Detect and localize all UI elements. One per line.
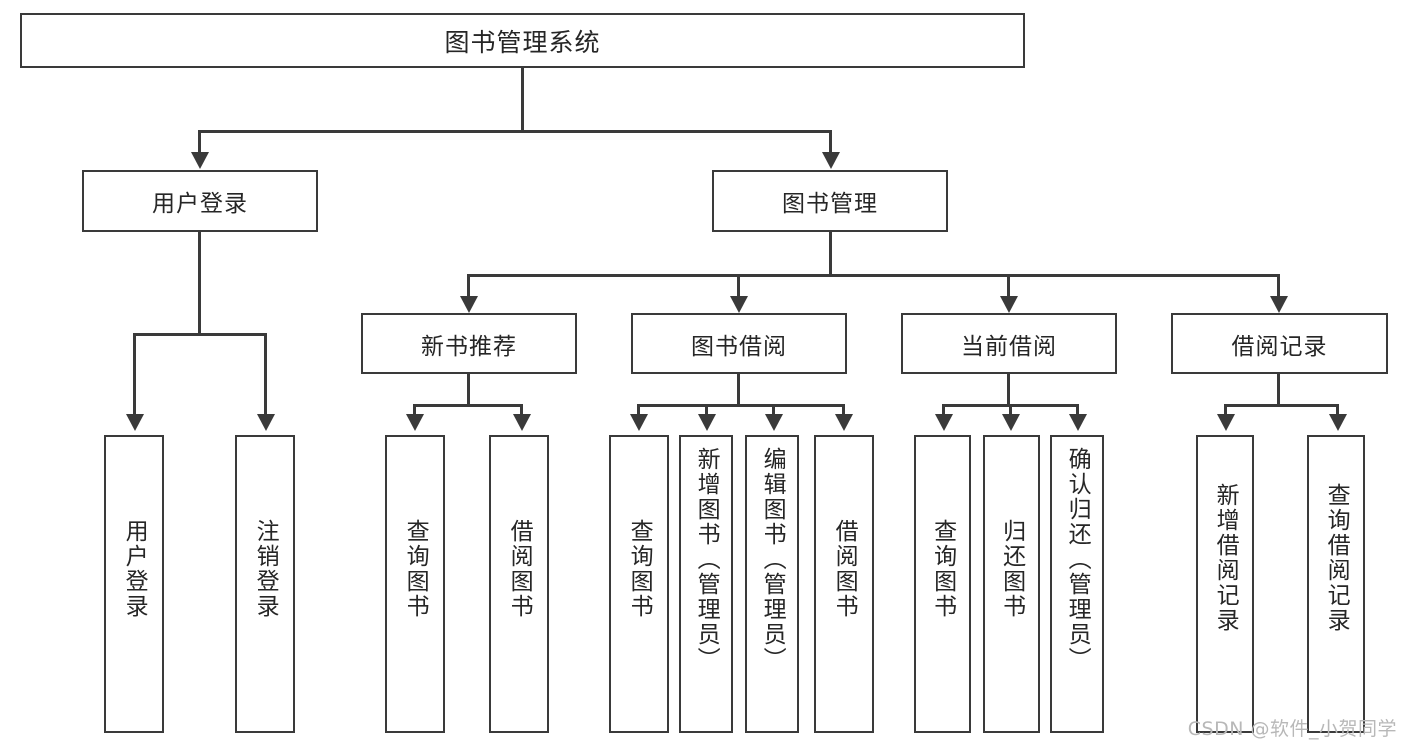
node-borrow-record[interactable]: 借阅记录	[1171, 313, 1388, 374]
node-label: 借阅记录	[1231, 333, 1328, 360]
connector-drop-borrow-record	[1277, 274, 1280, 300]
node-label: 当前借阅	[961, 333, 1057, 360]
connector-drop-leaf-add-record	[1224, 404, 1227, 418]
leaf-label: 借阅图书	[506, 519, 533, 619]
arrowhead-leaf-confirm-return	[1069, 414, 1087, 431]
node-label: 图书借阅	[691, 333, 787, 360]
arrowhead-leaf-return-book	[1002, 414, 1020, 431]
leaf-label: 借阅图书	[831, 519, 858, 619]
leaf-confirm-return-admin[interactable]: 确认归还（管理员）	[1050, 435, 1104, 733]
node-label: 图书管理	[782, 191, 878, 217]
connector-drop-new-book	[467, 274, 470, 300]
leaf-edit-book-admin[interactable]: 编辑图书（管理员）	[745, 435, 799, 733]
connector-borrow-record-bus	[1224, 404, 1339, 407]
leaf-label: 查询图书	[626, 519, 653, 619]
connector-drop-leaf-confirm-return	[1076, 404, 1079, 418]
leaf-add-book-admin[interactable]: 新增图书（管理员）	[679, 435, 733, 733]
connector-drop-book-management	[829, 130, 832, 156]
connector-user-login-bus	[133, 333, 267, 336]
connector-drop-leaf-user-login	[133, 333, 136, 417]
arrowhead-leaf-query-book-3	[935, 414, 953, 431]
connector-drop-current-borrow	[1007, 274, 1010, 300]
leaf-label: 编辑图书（管理员）	[759, 447, 786, 672]
connector-book-borrow-bus	[637, 404, 845, 407]
leaf-label: 新增图书（管理员）	[693, 447, 720, 672]
leaf-label: 查询图书	[929, 519, 956, 619]
node-label: 图书管理系统	[444, 27, 601, 57]
arrowhead-leaf-query-book-2	[630, 414, 648, 431]
arrowhead-leaf-edit-book	[765, 414, 783, 431]
leaf-label: 用户登录	[121, 519, 148, 619]
leaf-query-book-borrow[interactable]: 查询图书	[609, 435, 669, 733]
connector-drop-leaf-query-record	[1336, 404, 1339, 418]
leaf-label: 新增借阅记录	[1212, 483, 1239, 633]
leaf-return-book[interactable]: 归还图书	[983, 435, 1040, 733]
node-current-borrow[interactable]: 当前借阅	[901, 313, 1117, 374]
arrowhead-leaf-user-login	[126, 414, 144, 431]
connector-drop-leaf-query-book-3	[942, 404, 945, 418]
arrowhead-user-login	[191, 152, 209, 169]
connector-new-book-bus	[413, 404, 523, 407]
connector-root-stem	[521, 68, 524, 132]
leaf-label: 确认归还（管理员）	[1064, 447, 1091, 672]
node-book-borrow[interactable]: 图书借阅	[631, 313, 847, 374]
leaf-query-book-new-recommend[interactable]: 查询图书	[385, 435, 445, 733]
leaf-add-borrow-record[interactable]: 新增借阅记录	[1196, 435, 1254, 733]
node-label: 新书推荐	[421, 333, 517, 360]
node-new-book-recommend[interactable]: 新书推荐	[361, 313, 577, 374]
arrowhead-borrow-record	[1270, 296, 1288, 313]
leaf-label: 查询图书	[402, 519, 429, 619]
connector-drop-leaf-add-book	[705, 404, 708, 418]
arrowhead-leaf-query-record	[1329, 414, 1347, 431]
leaf-label: 查询借阅记录	[1323, 483, 1350, 633]
connector-drop-leaf-return-book	[1009, 404, 1012, 418]
connector-drop-leaf-borrow-book-1	[520, 404, 523, 418]
leaf-query-borrow-record[interactable]: 查询借阅记录	[1307, 435, 1365, 733]
connector-drop-leaf-borrow-book-2	[842, 404, 845, 418]
csdn-watermark: CSDN @软件_小贺同学	[1187, 718, 1397, 740]
arrowhead-leaf-borrow-book-2	[835, 414, 853, 431]
leaf-logout[interactable]: 注销登录	[235, 435, 295, 733]
connector-drop-leaf-query-book-1	[413, 404, 416, 418]
connector-level3-bus	[467, 274, 1279, 277]
arrowhead-current-borrow	[1000, 296, 1018, 313]
connector-drop-leaf-logout	[264, 333, 267, 417]
connector-drop-book-borrow	[737, 274, 740, 300]
node-label: 用户登录	[152, 191, 248, 217]
connector-book-borrow-stem	[737, 374, 740, 406]
leaf-query-book-current[interactable]: 查询图书	[914, 435, 971, 733]
arrowhead-leaf-logout	[257, 414, 275, 431]
arrowhead-leaf-borrow-book-1	[513, 414, 531, 431]
leaf-user-login[interactable]: 用户登录	[104, 435, 164, 733]
connector-borrow-record-stem	[1277, 374, 1280, 406]
connector-drop-leaf-edit-book	[772, 404, 775, 418]
connector-new-book-stem	[467, 374, 470, 406]
leaf-label: 归还图书	[998, 519, 1025, 619]
connector-current-borrow-stem	[1007, 374, 1010, 406]
leaf-label: 注销登录	[252, 519, 279, 619]
arrowhead-book-borrow	[730, 296, 748, 313]
arrowhead-book-management	[822, 152, 840, 169]
leaf-borrow-book-borrow[interactable]: 借阅图书	[814, 435, 874, 733]
leaf-borrow-book-new-recommend[interactable]: 借阅图书	[489, 435, 549, 733]
connector-user-login-stem	[198, 232, 201, 335]
node-user-login[interactable]: 用户登录	[82, 170, 318, 232]
connector-level2-bus	[198, 130, 830, 133]
node-book-management[interactable]: 图书管理	[712, 170, 948, 232]
connector-drop-user-login	[198, 130, 201, 156]
arrowhead-new-book	[460, 296, 478, 313]
arrowhead-leaf-add-record	[1217, 414, 1235, 431]
arrowhead-leaf-query-book-1	[406, 414, 424, 431]
node-root-book-management-system[interactable]: 图书管理系统	[20, 13, 1025, 68]
connector-book-management-stem	[829, 232, 832, 276]
connector-drop-leaf-query-book-2	[637, 404, 640, 418]
arrowhead-leaf-add-book	[698, 414, 716, 431]
